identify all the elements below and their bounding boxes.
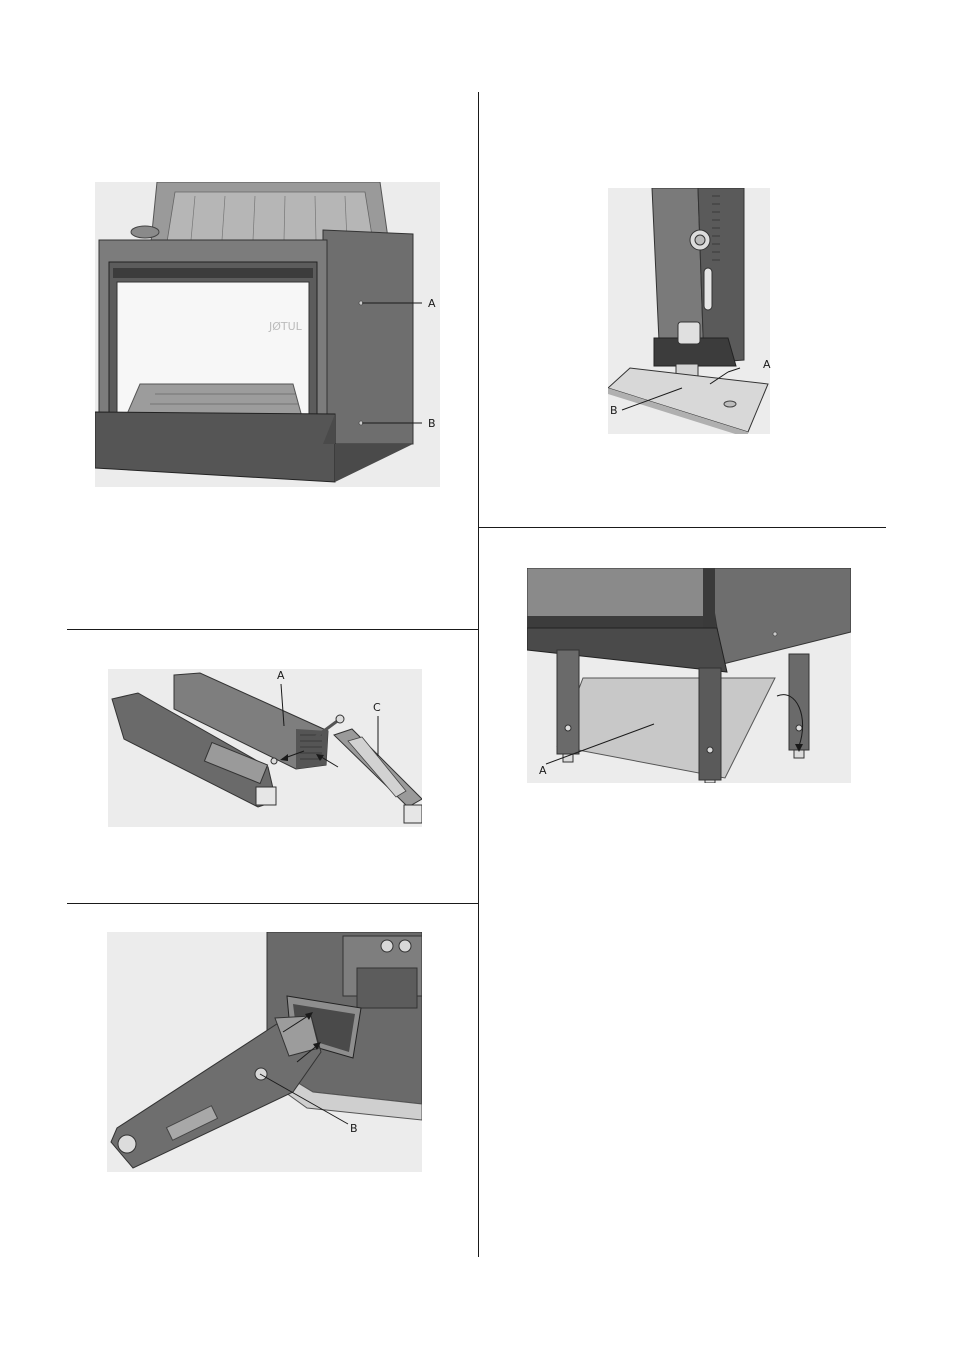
callout-b-leg: B xyxy=(610,404,618,417)
section-divider-left-2 xyxy=(67,903,478,904)
figure-2-callouts xyxy=(610,362,770,422)
callout-b-bracket: B xyxy=(350,1122,358,1135)
section-divider-left-1 xyxy=(67,629,478,630)
column-divider xyxy=(478,92,479,1257)
brand-embossing: JØTUL xyxy=(268,320,303,333)
callout-a-insert: A xyxy=(539,764,547,777)
callout-a-fireplace: A xyxy=(428,297,436,310)
figure-3-callouts xyxy=(270,678,390,758)
section-divider-right-1 xyxy=(479,527,886,528)
figure-1-callouts xyxy=(360,290,440,435)
callout-c-brackets: C xyxy=(373,701,381,714)
callout-a-brackets: A xyxy=(277,669,285,682)
callout-b-fireplace: B xyxy=(428,417,436,430)
figure-5-callouts xyxy=(258,1070,358,1130)
figure-4-callouts xyxy=(540,720,660,770)
figure-bracket-insertion xyxy=(107,932,422,1172)
callout-a-leg: A xyxy=(763,358,771,371)
